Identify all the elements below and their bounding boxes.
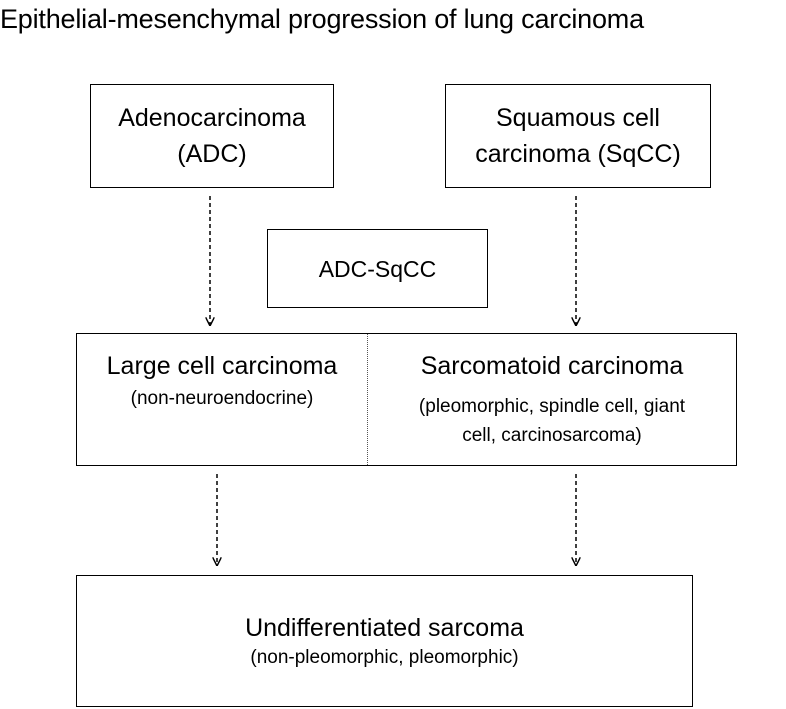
sarcomatoid-note-line1: (pleomorphic, spindle cell, giant bbox=[418, 396, 686, 417]
undifferentiated-label: Undifferentiated sarcoma bbox=[245, 614, 524, 642]
sarcomatoid-section: Sarcomatoid carcinoma (pleomorphic, spin… bbox=[368, 334, 736, 465]
squamous-cell-box: Squamous cell carcinoma (SqCC) bbox=[445, 84, 711, 188]
adc-sqcc-box: ADC-SqCC bbox=[267, 229, 488, 308]
squamous-cell-label-line1: Squamous cell bbox=[496, 104, 660, 132]
adenocarcinoma-abbrev: (ADC) bbox=[177, 140, 247, 168]
large-sarcomatoid-box: Large cell carcinoma (non-neuroendocrine… bbox=[76, 333, 737, 466]
undifferentiated-sarcoma-box: Undifferentiated sarcoma (non-pleomorphi… bbox=[76, 575, 693, 707]
large-cell-label: Large cell carcinoma bbox=[106, 352, 338, 380]
adc-sqcc-label: ADC-SqCC bbox=[318, 255, 437, 282]
large-cell-note: (non-neuroendocrine) bbox=[130, 388, 314, 409]
sarcomatoid-note-line2: cell, carcinosarcoma) bbox=[462, 425, 642, 446]
diagram-title: Epithelial-mesenchymal progression of lu… bbox=[0, 4, 644, 34]
large-cell-section: Large cell carcinoma (non-neuroendocrine… bbox=[77, 334, 368, 465]
sarcomatoid-label: Sarcomatoid carcinoma bbox=[420, 352, 684, 380]
undifferentiated-note: (non-pleomorphic, pleomorphic) bbox=[250, 647, 519, 668]
squamous-cell-label-line2: carcinoma (SqCC) bbox=[475, 140, 681, 168]
adenocarcinoma-label: Adenocarcinoma bbox=[118, 104, 306, 132]
sarcomatoid-note: (pleomorphic, spindle cell, giant cell, … bbox=[419, 392, 685, 450]
adenocarcinoma-box: Adenocarcinoma (ADC) bbox=[90, 84, 334, 188]
